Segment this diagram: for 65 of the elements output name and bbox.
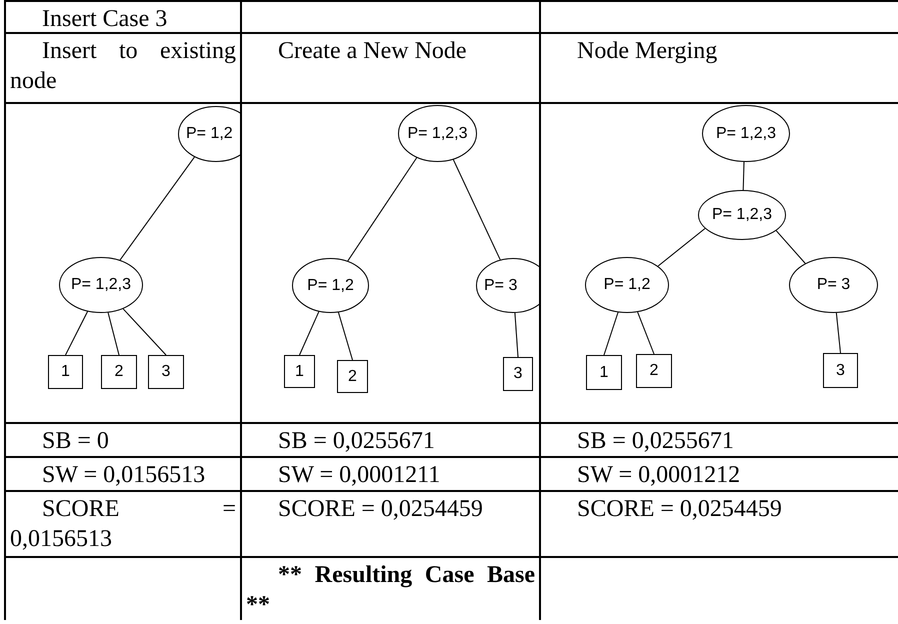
tree-edge (338, 312, 353, 360)
leaf-box (284, 355, 315, 388)
node-label: P= 1,2 (604, 276, 650, 294)
node-label: 2 (650, 362, 658, 380)
table-cell-text: SCORE = 0,0254459 (277, 495, 484, 524)
node-label: P= 1,2,3 (716, 124, 776, 142)
tree-edge (120, 156, 195, 261)
leaf-box (586, 355, 622, 390)
tree-node (789, 257, 878, 313)
table-cell-text: SCORE = 0,0156513 (10, 495, 236, 554)
table-cell-text: SW = 0,0001212 (576, 461, 742, 490)
tree-node (178, 106, 240, 162)
leaf-box (101, 355, 137, 389)
node-label: P= 1,2,3 (407, 124, 468, 142)
tree-edge (637, 312, 654, 354)
tree-edge (108, 312, 120, 356)
tree-edge (514, 312, 518, 358)
tree-node (292, 258, 369, 313)
tree-node (59, 257, 143, 313)
tree-edge (65, 311, 88, 356)
node-label: 3 (514, 365, 522, 383)
table-cell-text: Insert to existing node (10, 37, 236, 96)
node-label: 3 (162, 363, 170, 381)
table-cell-text: Create a New Node (277, 37, 468, 66)
tree-edge (452, 159, 501, 260)
node-label: 2 (114, 363, 124, 381)
node-label: 3 (836, 362, 845, 380)
node-label: P= 1,2,3 (712, 206, 772, 224)
leaf-box (636, 354, 672, 388)
leaf-box (148, 355, 184, 389)
table-cell-text: SW = 0,0156513 (41, 461, 206, 490)
leaf-box (823, 353, 858, 388)
tree-edge (836, 312, 841, 354)
table-cell-text: Node Merging (576, 37, 718, 66)
table-cell-text: SCORE = 0,0254459 (576, 495, 783, 524)
tree-edge (604, 312, 619, 356)
table-cell-text: Insert Case 3 (41, 5, 168, 32)
leaf-box (48, 355, 83, 389)
tree-edge (776, 230, 806, 264)
tree-node (585, 257, 669, 313)
tree-edge (299, 311, 320, 356)
node-label: P= 1,2 (186, 125, 233, 143)
tree-node (476, 258, 539, 313)
node-label: P= 1,2,3 (70, 276, 132, 294)
leaf-box (503, 357, 533, 391)
node-label: 1 (61, 363, 70, 381)
tree-edge (742, 161, 744, 190)
tree-edge (347, 157, 418, 262)
node-label: 1 (295, 362, 304, 380)
tree-edge (658, 228, 706, 267)
node-label: P= 3 (484, 276, 518, 294)
table-cell-text: SW = 0,0001211 (277, 461, 442, 490)
tree-node (698, 190, 786, 240)
table-cell-text: SB = 0 (41, 427, 110, 456)
node-label: P= 1,2 (307, 276, 354, 294)
leaf-box (337, 360, 368, 393)
node-label: P= 3 (816, 276, 850, 294)
tree-node (702, 105, 790, 162)
table-cell-text: ** Resulting Case Base ** (246, 561, 535, 620)
node-label: 2 (348, 368, 357, 386)
table-cell-text: SB = 0,0255671 (277, 427, 436, 456)
node-label: 1 (600, 364, 608, 382)
tree-node (398, 105, 477, 162)
table-cell-text: SB = 0,0255671 (576, 427, 735, 456)
tree-edge (122, 308, 166, 356)
